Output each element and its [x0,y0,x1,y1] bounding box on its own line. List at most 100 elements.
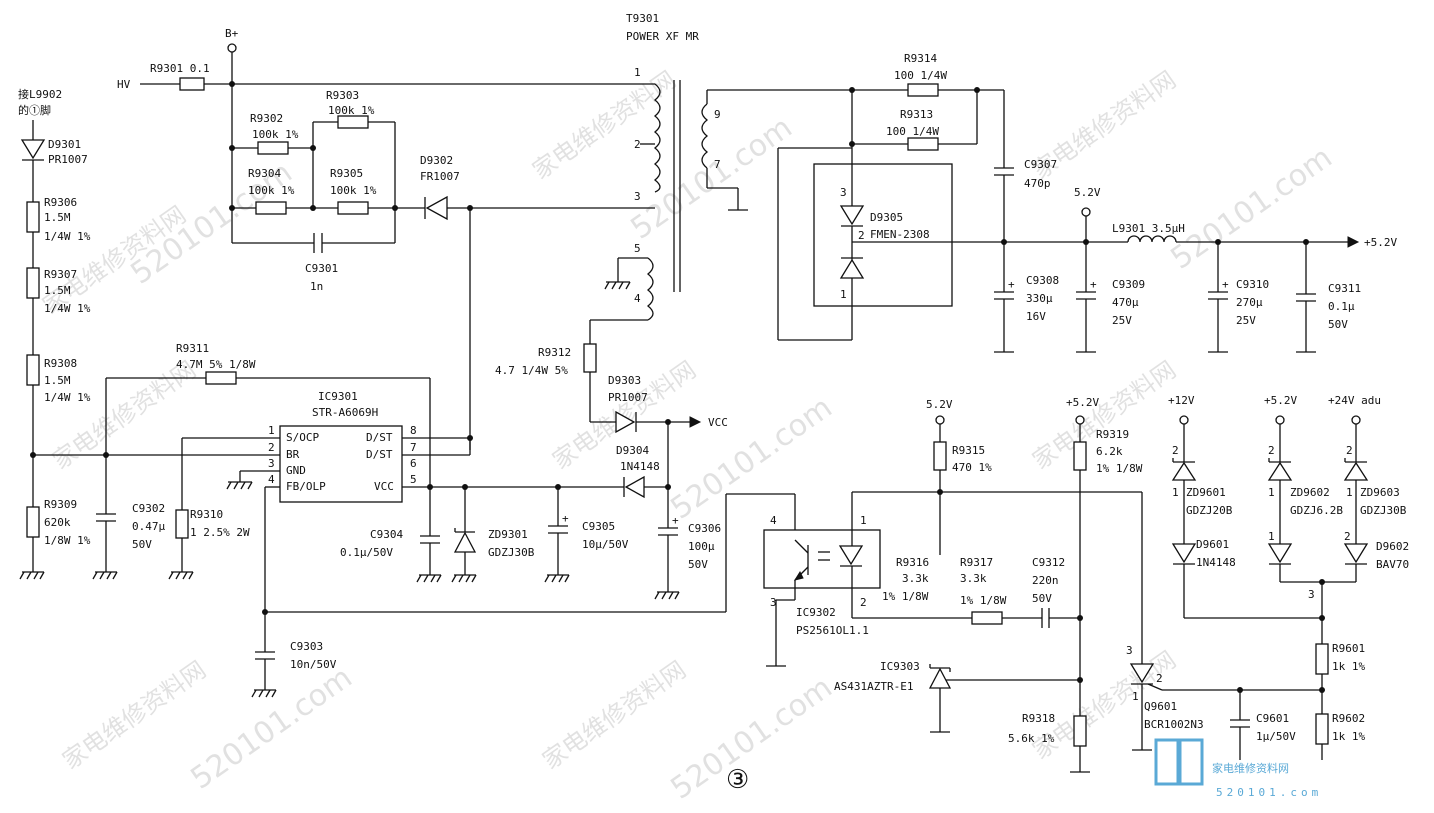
c9601-ref: C9601 [1256,712,1289,725]
ic-pin-num-7: 7 [410,441,417,454]
site-logo: 家电维修资料网 520101.com [1154,738,1318,799]
q9601-thyristor [1129,663,1155,684]
c9301-ref: C9301 [305,262,338,275]
r9318-resistor [1073,715,1087,747]
r9309-resistor [26,506,40,538]
ic9303-value: AS431AZTR-E1 [834,680,913,693]
ic-pin-num-5: 5 [410,473,417,486]
d9302-diode [425,195,448,221]
r9303-ref: R9303 [326,89,359,102]
q9601-p1: 1 [1132,690,1139,703]
r9307-value: 1.5M [44,284,71,297]
r9309-value: 620k [44,516,71,529]
d9303-diode [615,410,636,434]
v12-terminal [1179,415,1189,425]
c9310-ref: C9310 [1236,278,1269,291]
d9602-pin1: 1 [1268,530,1275,543]
r9306-rating: 1/4W 1% [44,230,91,243]
r9310-ref: R9310 [190,508,223,521]
d9302-ref: D9302 [420,154,453,167]
r9306-value: 1.5M [44,211,71,224]
ground-icon [654,591,680,600]
l9301-label: L9301 3.5µH [1112,222,1185,235]
t9301-ref: T9301 [626,12,659,25]
r9313-value: 100 1/4W [886,125,939,138]
ic9303-ref: IC9303 [880,660,920,673]
d9302-value: FR1007 [420,170,460,183]
r9305-ref: R9305 [330,167,363,180]
zd9301-zener [453,531,477,553]
c9311-voltage: 50V [1328,318,1348,331]
watermark-url: 520101.com [625,110,799,247]
r9302-ref: R9302 [250,112,283,125]
r9319-rating: 1% 1/8W [1096,462,1143,475]
c9307-ref: C9307 [1024,158,1057,171]
c9310-value: 270µ [1236,296,1263,309]
phototransistor-arrow [793,570,804,581]
zd9603-zener [1343,461,1369,481]
d9303-value: PR1007 [608,391,648,404]
r9308-ref: R9308 [44,357,77,370]
ic-pin-num-1: 1 [268,424,275,437]
secondary-winding [701,103,709,169]
r9301-label: R9301 0.1 [150,62,210,75]
vcc-label: VCC [708,416,728,429]
ic-pin-br: BR [286,448,300,461]
ic9301-body [279,425,403,503]
r9601-value: 1k 1% [1332,660,1365,673]
watermark-url: 520101.com [665,670,839,807]
c9303-ref: C9303 [290,640,323,653]
zd9601-zener [1171,461,1197,481]
ground-icon [604,281,631,290]
c9309-voltage: 25V [1112,314,1132,327]
r9303-value: 100k 1% [328,104,375,117]
v52-a-terminal [935,415,945,425]
out-52v-label: +5.2V [1364,236,1397,249]
r9305-resistor [337,201,369,215]
aux-winding [646,257,654,321]
zd9602-p1: 1 [1268,486,1275,499]
c9311-ref: C9311 [1328,282,1361,295]
ic9302-pin2: 2 [860,596,867,609]
d9602-ref: D9602 [1376,540,1409,553]
t-pin7: 7 [714,158,721,171]
r9314-resistor [907,83,939,97]
r9308-value: 1.5M [44,374,71,387]
ic-pin-dst2: D/ST [366,448,393,461]
q9601-value: BCR1002N3 [1144,718,1204,731]
l9902-note-line1: 接L9902 [18,88,62,101]
r9316-value: 3.3k [902,572,929,585]
zd9601-p2: 2 [1172,444,1179,457]
c9301-value: 1n [310,280,323,293]
ic-pin-dst1: D/ST [366,431,393,444]
r9308-rating: 1/4W 1% [44,391,91,404]
r9319-value: 6.2k [1096,445,1123,458]
t-pin4: 4 [634,292,641,305]
d9601-diode [1171,543,1197,564]
ic9303-shunt-regulator [928,667,952,689]
v24-terminal [1351,415,1361,425]
r9319-ref: R9319 [1096,428,1129,441]
d9305-pin2: 2 [858,229,865,242]
c9304-ref: C9304 [370,528,403,541]
r9310-resistor [175,509,189,539]
r9308-resistor [26,354,40,386]
ground-icon [544,574,570,583]
c9305-value: 10µ/50V [582,538,629,551]
r9313-resistor [907,137,939,151]
d9305-diode-upper [839,205,865,226]
d9304-diode [624,475,645,499]
ic9302-ref: IC9302 [796,606,836,619]
q9601-ref: Q9601 [1144,700,1177,713]
ic-pin-fb: FB/OLP [286,480,326,493]
logo-text: 家电维修资料网 [1212,761,1289,775]
ic-pin-num-3: 3 [268,457,275,470]
c9306-ref: C9306 [688,522,721,535]
b-plus-terminal [227,43,237,53]
r9317-ref: R9317 [960,556,993,569]
r9602-value: 1k 1% [1332,730,1365,743]
r9311-resistor [205,371,237,385]
zd9301-value: GDZJ30B [488,546,535,559]
zd9301-ref: ZD9301 [488,528,528,541]
r9309-ref: R9309 [44,498,77,511]
